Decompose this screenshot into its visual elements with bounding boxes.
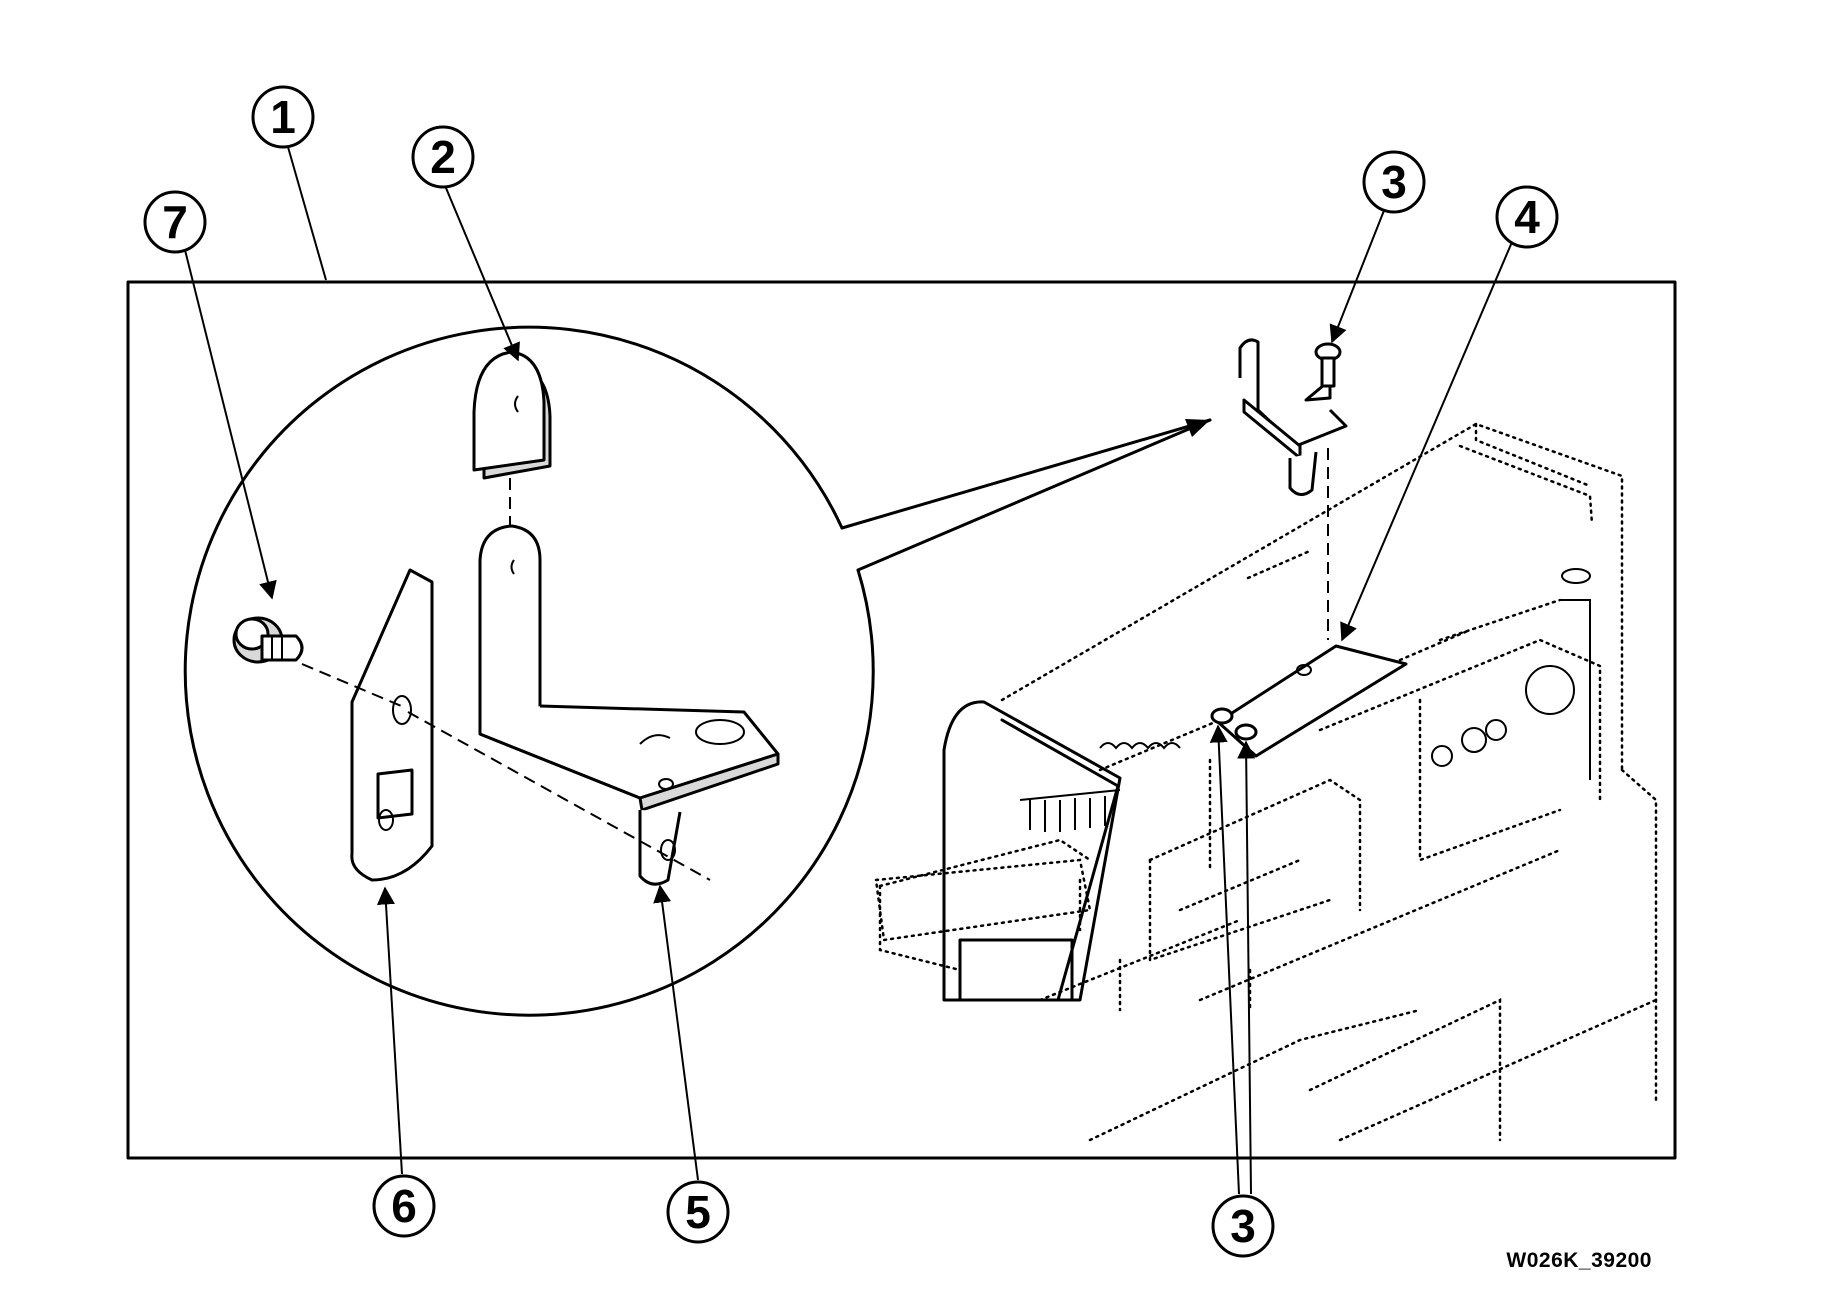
figure-code: W026K_39200 [1506, 1249, 1652, 1272]
plate-screws [1210, 707, 1258, 741]
detail-magnifier [183, 325, 1212, 1017]
assembly-frame [126, 280, 1677, 1160]
callout-6-label: 6 [391, 1180, 417, 1232]
small-screw-part [1314, 342, 1342, 388]
callout-7: 7 [143, 190, 207, 254]
plate-part [350, 568, 434, 882]
callout-1: 1 [251, 85, 315, 149]
callout-7-label: 7 [162, 196, 188, 248]
callout-6: 6 [372, 1174, 436, 1238]
callout-3-top-label: 3 [1381, 156, 1407, 208]
callout-3-bottom-label: 3 [1230, 1200, 1256, 1252]
cap-part [472, 350, 552, 480]
callout-5-label: 5 [685, 1186, 711, 1238]
callout-1-label: 1 [270, 91, 296, 143]
callout-2: 2 [411, 125, 475, 189]
callout-2-label: 2 [430, 131, 456, 183]
callout-3-top: 3 [1362, 150, 1426, 214]
machine-assembly [874, 422, 1658, 1142]
screw-part [232, 616, 304, 664]
callout-4: 4 [1495, 185, 1559, 249]
callout-4-label: 4 [1514, 191, 1540, 243]
callout-3-bottom: 3 [1211, 1194, 1275, 1258]
callout-5: 5 [666, 1180, 730, 1244]
l-bracket-part [478, 524, 780, 886]
